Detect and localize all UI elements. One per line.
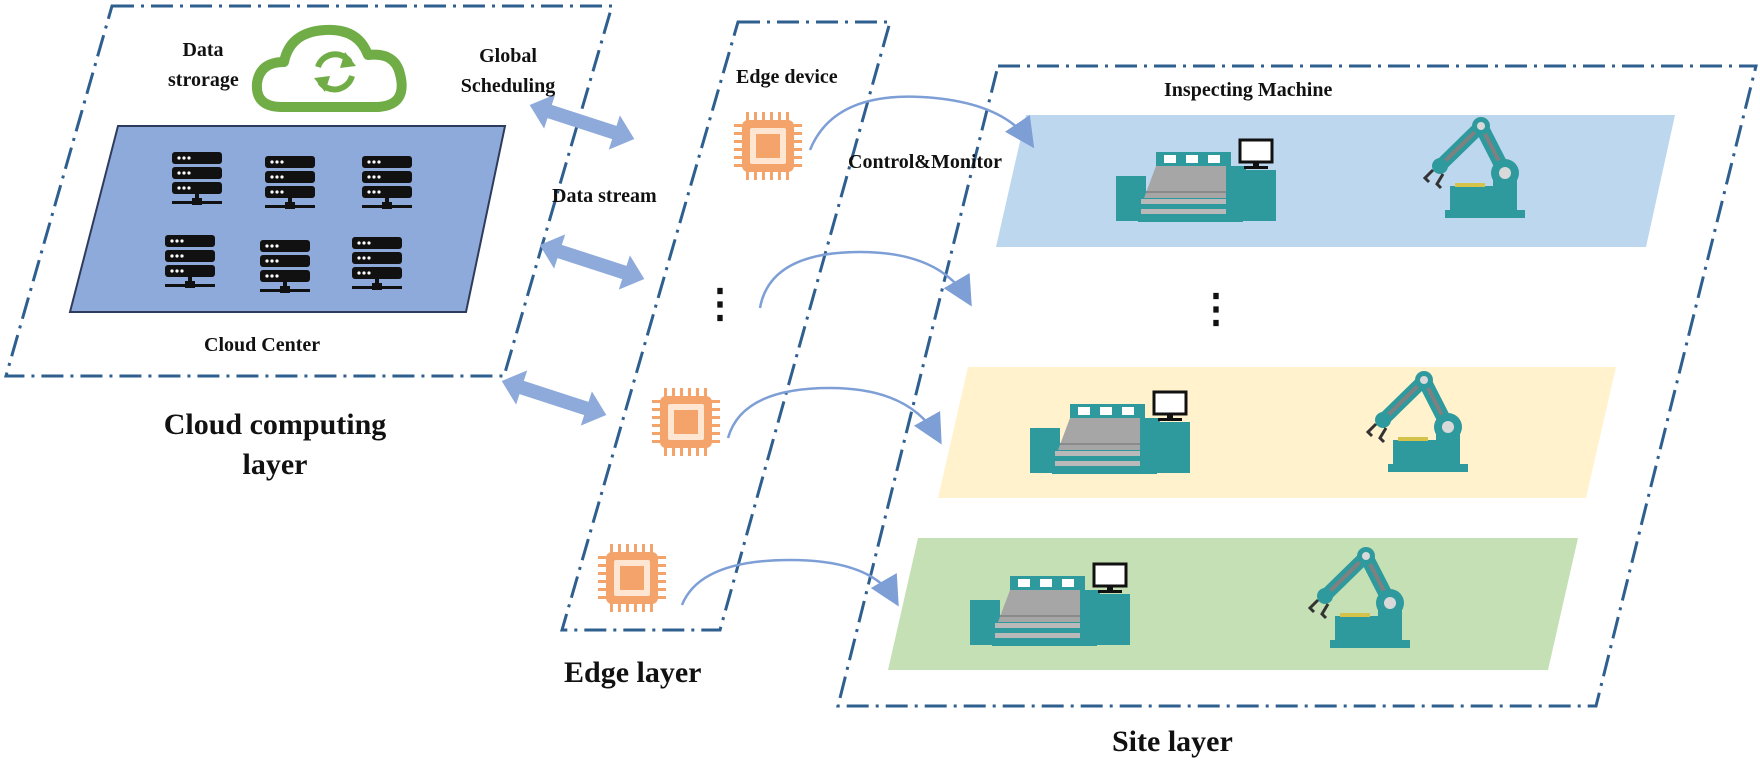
server-panel	[68, 125, 507, 313]
control-arrow	[758, 250, 972, 309]
control-arrow	[726, 386, 942, 445]
cloud-layer-title-line2: layer	[242, 448, 308, 481]
edge-layer-title: Edge layer	[564, 656, 702, 689]
data-storage-label: Data strorage	[168, 38, 239, 92]
control-arrow	[808, 95, 1035, 151]
global-scheduling-line2: Scheduling	[460, 75, 556, 97]
control-monitor-label: Control&Monitor	[848, 151, 1003, 173]
site-row-blue	[996, 115, 1675, 247]
site-layer-title: Site layer	[1112, 725, 1233, 758]
edge-device-label: Edge device	[736, 66, 838, 88]
inspecting-machine-label: Inspecting Machine	[1164, 79, 1333, 101]
edge-ellipsis: ⋮	[700, 281, 740, 326]
cloud-layer-title-line1: Cloud computing	[163, 408, 387, 441]
cloud-icon	[251, 24, 407, 112]
edge-chip-icon	[734, 112, 802, 180]
data-storage-line1: Data	[182, 39, 224, 61]
site-ellipsis: ⋮	[1196, 286, 1236, 331]
global-scheduling-line1: Global	[479, 45, 537, 67]
global-scheduling-label: Global Scheduling	[448, 44, 568, 98]
edge-layer-frame	[560, 20, 892, 632]
cloud-center-label: Cloud Center	[204, 334, 321, 356]
control-arrow	[680, 558, 899, 607]
data-stream-label: Data stream	[552, 185, 657, 207]
cloud-layer-frame	[4, 4, 615, 378]
edge-chip-icon	[598, 544, 666, 612]
data-stream-arrow	[539, 234, 645, 290]
data-storage-line2: strorage	[168, 69, 239, 91]
data-stream-arrow	[501, 370, 607, 426]
data-stream-arrow	[529, 94, 635, 150]
edge-chip-icon	[652, 388, 720, 456]
cloud-layer-title: Cloud computing layer	[130, 407, 420, 483]
site-layer-frame	[836, 64, 1758, 708]
